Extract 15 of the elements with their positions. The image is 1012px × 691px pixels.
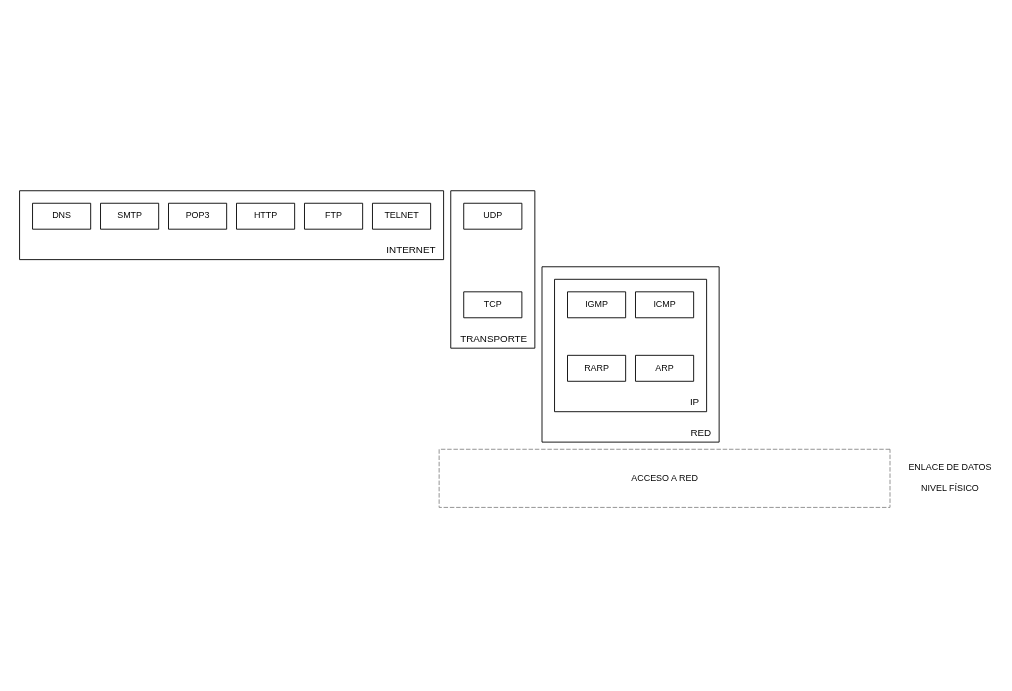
node-box: FTP xyxy=(304,202,364,230)
node-box: SMTP xyxy=(100,202,160,230)
node-box: TELNET xyxy=(372,202,432,230)
node-box: IGMP xyxy=(567,291,627,319)
node-box: TCP xyxy=(463,291,523,319)
node-box: ARP xyxy=(635,354,695,382)
node-box: ICMP xyxy=(635,291,695,319)
node-box: UDP xyxy=(463,202,523,230)
node-box: HTTP xyxy=(236,202,296,230)
node-box: RARP xyxy=(567,354,627,382)
node-box: ACCESO A RED xyxy=(438,448,891,508)
node-label: ENLACE DE DATOS xyxy=(908,462,992,473)
node-box: POP3 xyxy=(168,202,228,230)
node-box: DNS xyxy=(32,202,92,230)
node-label: NIVEL FÍSICO xyxy=(921,482,979,493)
